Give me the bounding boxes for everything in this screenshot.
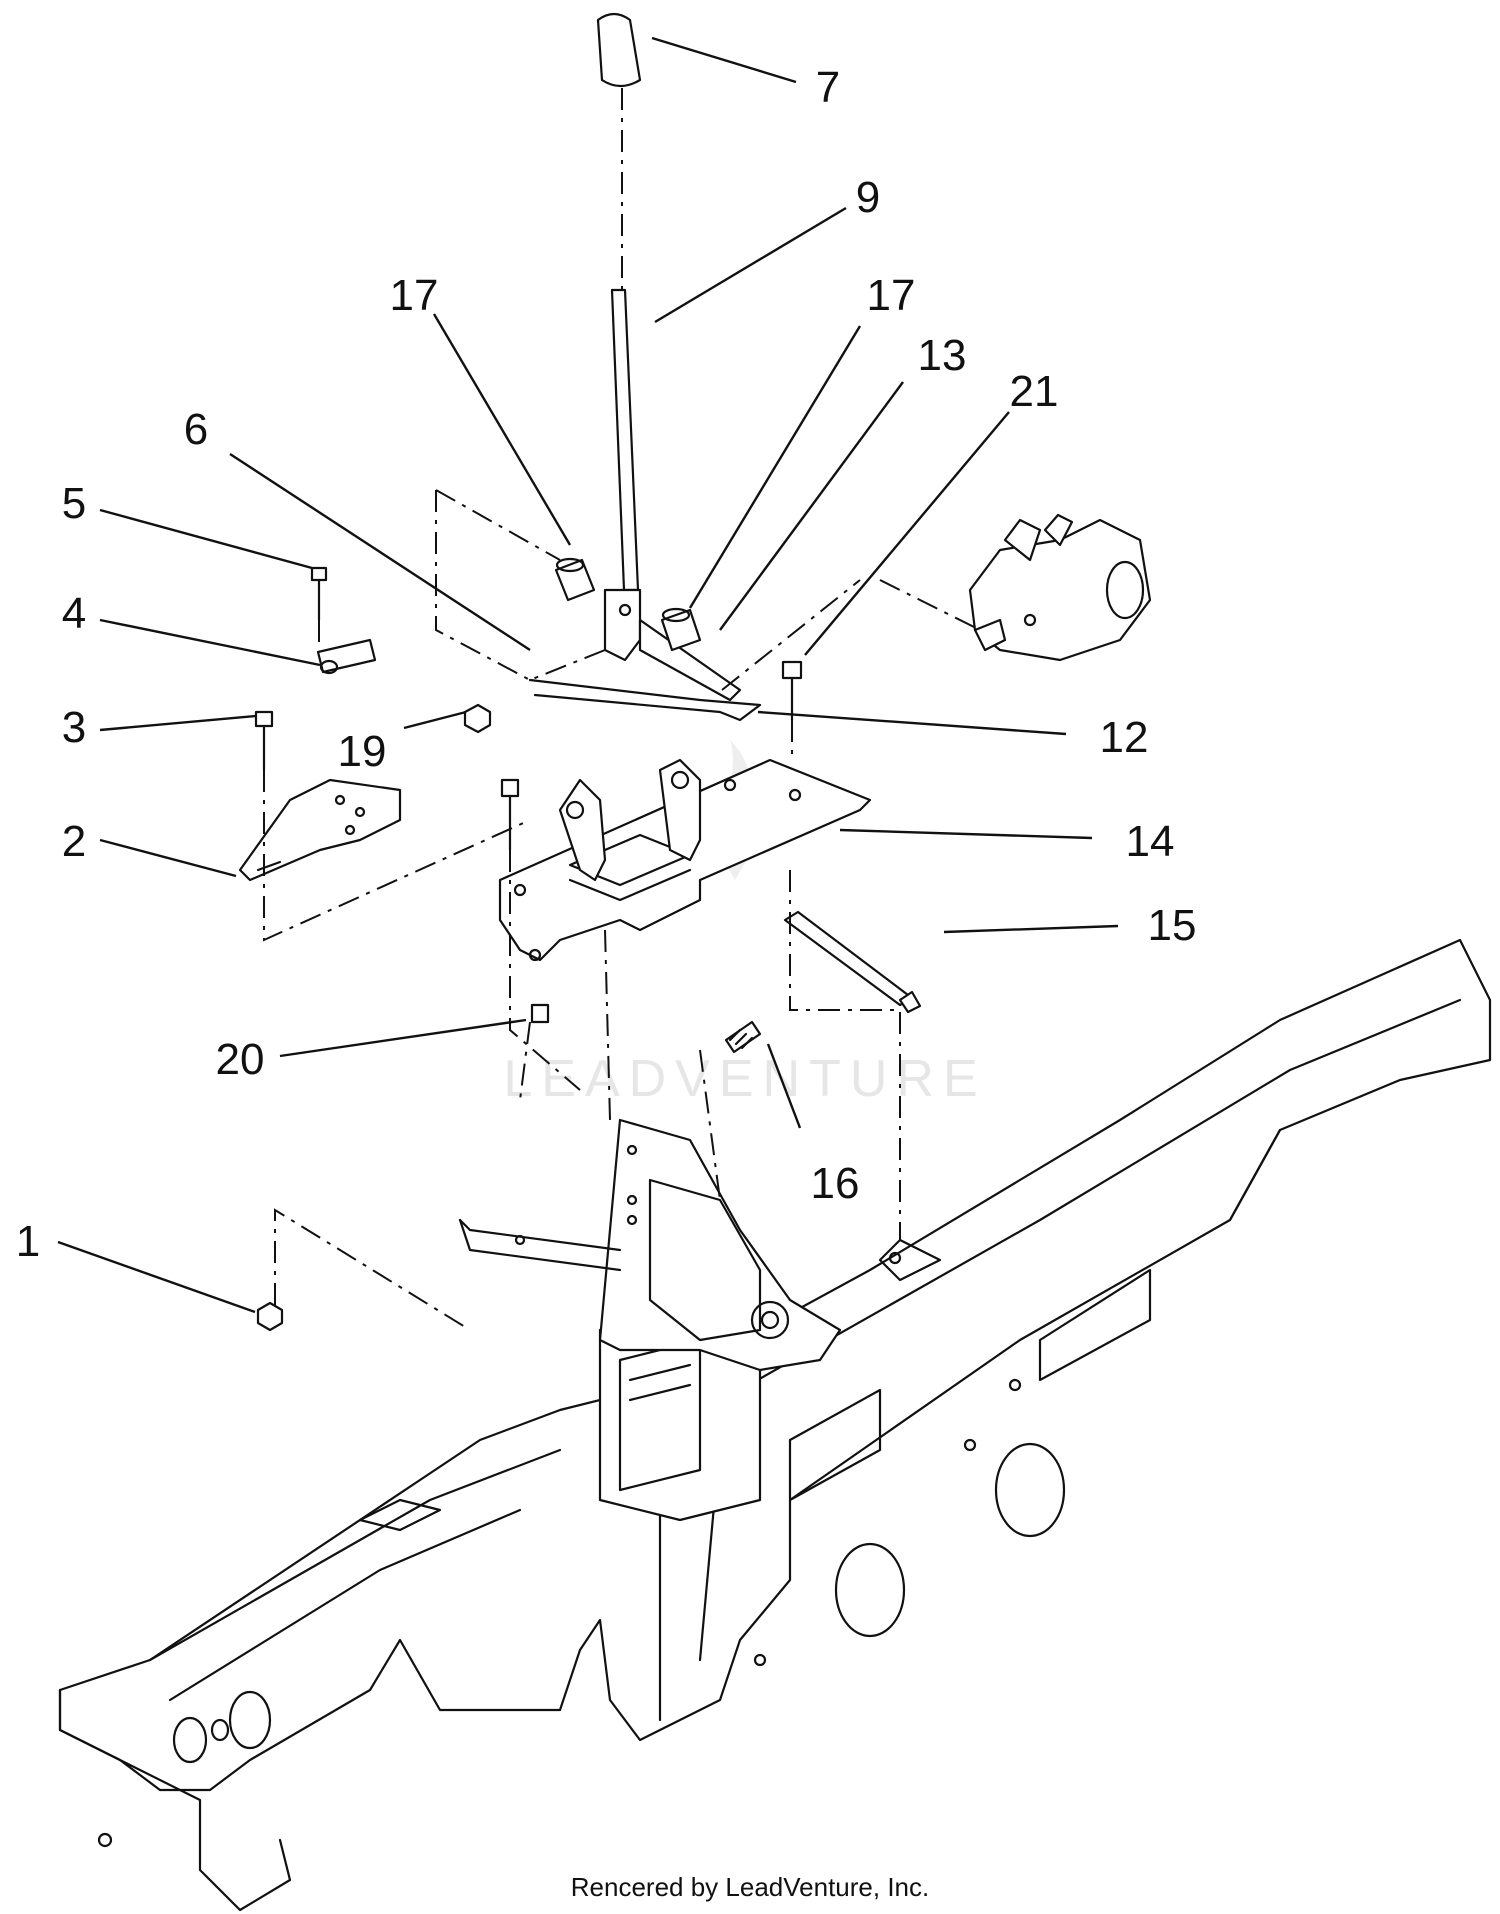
bolt-21 [781,660,803,722]
callout-17-right: 17 [867,271,916,320]
watermark-text: LEADVENTURE [503,1050,986,1108]
bolt-3 [254,710,274,772]
bushing-left [554,557,596,602]
frame-mount-bracket [458,1118,942,1372]
callout-3: 3 [62,703,86,752]
nut-1 [256,1301,284,1332]
callout-17-left: 17 [390,271,439,320]
spacer-4 [316,638,377,675]
control-lever [603,288,742,702]
lever-knob [596,12,642,88]
callout-labels: 7 9 17 17 13 21 6 5 4 3 19 12 2 14 15 20… [16,63,1197,1266]
callout-7: 7 [816,63,840,112]
bolt-5 [310,566,328,622]
mount-plate [498,758,872,962]
assembly-lines [263,88,981,1331]
callout-19: 19 [338,727,387,776]
callout-13: 13 [918,331,967,380]
bushing-right [660,607,702,652]
pin-15 [783,910,922,1014]
callout-9: 9 [856,173,880,222]
callout-6: 6 [184,405,208,454]
callout-16: 16 [811,1159,860,1208]
callout-12: 12 [1100,713,1149,762]
callout-20: 20 [216,1035,265,1084]
callout-14: 14 [1126,817,1175,866]
callout-15: 15 [1148,901,1197,950]
callout-1: 1 [16,1217,40,1266]
leader-lines [57,36,1119,1314]
bolt-left-plate [500,778,520,852]
render-credit: Rencered by LeadVenture, Inc. [570,1872,930,1902]
nut-19 [463,703,492,734]
pump-body [968,513,1152,662]
bushing-20 [530,1003,550,1024]
callout-4: 4 [62,589,86,638]
spring-16 [724,1020,762,1054]
link-plate-12 [528,678,762,722]
bracket-2 [238,778,402,882]
callout-21: 21 [1010,367,1059,416]
callout-2: 2 [62,817,86,866]
callout-5: 5 [62,479,86,528]
